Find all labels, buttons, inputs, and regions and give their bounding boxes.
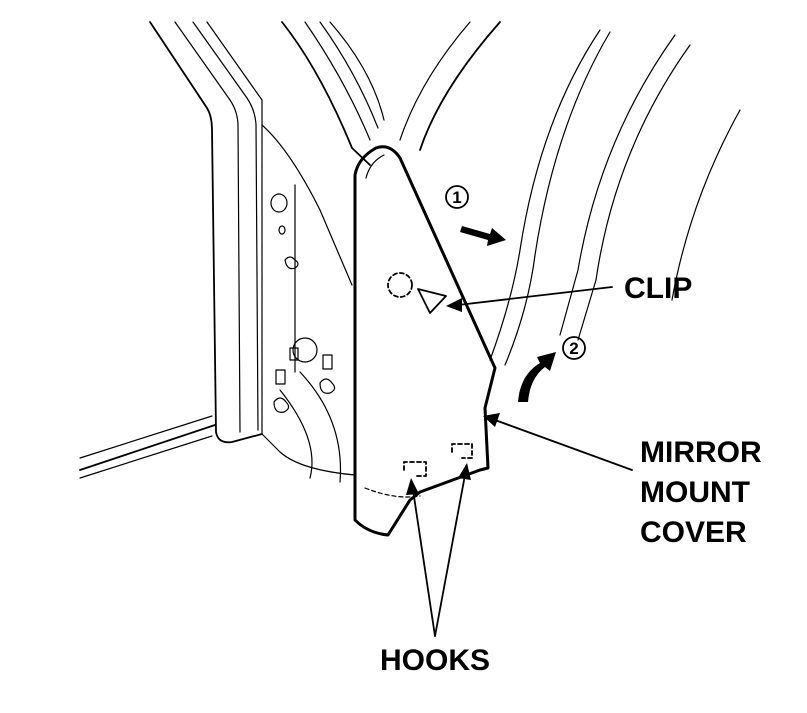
step-1-indicator: 1 [445, 185, 506, 246]
step-2-arrow [518, 352, 556, 402]
panel-slot [322, 354, 333, 370]
mirror-mount-cover-part [353, 145, 497, 537]
mirror-mount-cover-label-line1: MIRROR [640, 436, 762, 469]
clip-hidden-outline [387, 272, 413, 298]
panel-slot [275, 369, 286, 385]
mirror-mount-cover-label-line3: COVER [640, 516, 747, 549]
panel-hole [278, 225, 286, 235]
panel-hole [292, 337, 318, 363]
panel-hole [319, 378, 336, 394]
clip-triangle [417, 288, 447, 314]
step-2-number: 2 [569, 339, 578, 358]
panel-hole [273, 397, 290, 413]
hook-left [403, 461, 427, 477]
panel-hole [284, 256, 299, 270]
mirror-mount-cover-label-line2: MOUNT [640, 476, 750, 509]
step-1-arrow [460, 226, 506, 246]
clip-label: CLIP [624, 272, 692, 305]
door-frame-structure [79, 21, 741, 483]
hook-right [451, 443, 473, 459]
step-1-number: 1 [452, 188, 461, 207]
hooks-label: HOOKS [380, 644, 490, 677]
panel-hole [270, 193, 288, 213]
panel-slot [289, 347, 299, 361]
leader-lines [406, 286, 633, 637]
step-2-indicator: 2 [518, 336, 586, 402]
